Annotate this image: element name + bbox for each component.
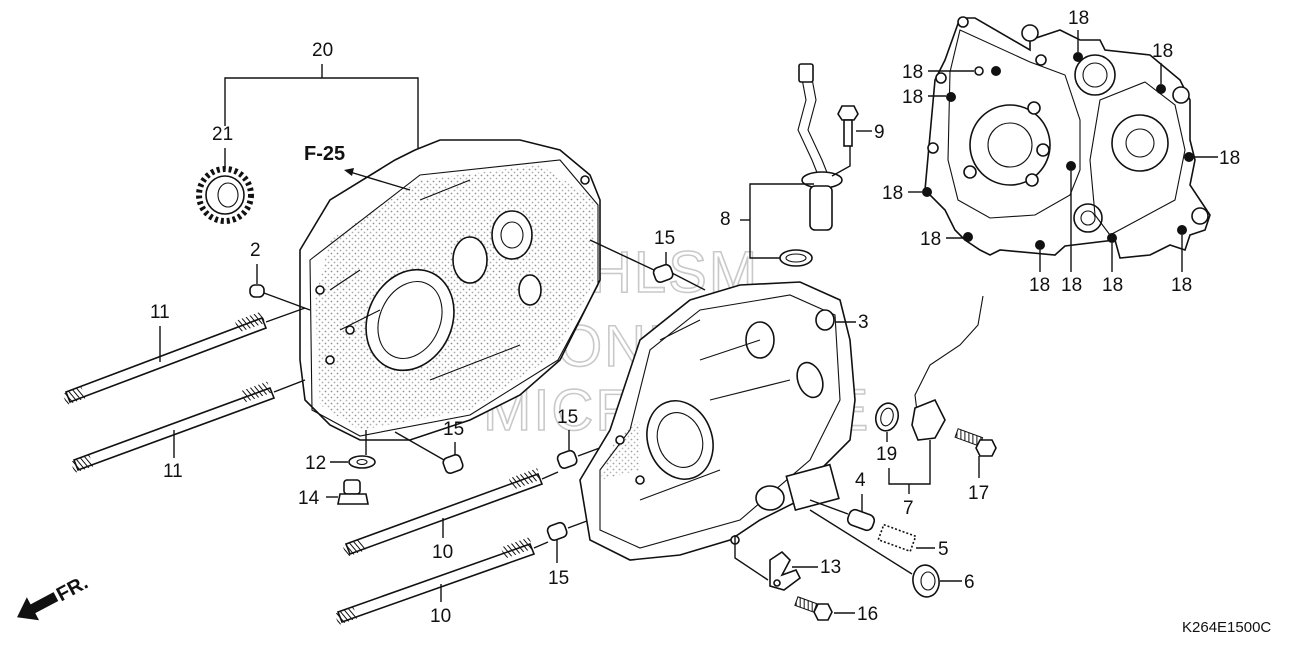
stud-bolt-10-upper[interactable] xyxy=(342,468,559,558)
spring-5[interactable] xyxy=(877,523,935,553)
callout-21: 21 xyxy=(212,124,233,145)
stud-bolt-11-upper[interactable] xyxy=(62,307,306,406)
callout-2: 2 xyxy=(250,240,261,261)
drain-bolt-14[interactable] xyxy=(326,479,369,505)
bolt-9[interactable] xyxy=(831,105,872,177)
oring-19[interactable] xyxy=(873,401,901,442)
callout-18-d: 18 xyxy=(902,87,923,108)
callout-18-c: 18 xyxy=(902,62,923,83)
front-direction-marker: FR. xyxy=(17,572,92,621)
callout-18-f: 18 xyxy=(882,183,903,204)
callout-11-lower: 11 xyxy=(163,461,183,482)
callout-12: 12 xyxy=(305,453,326,474)
callout-10-lower: 10 xyxy=(430,606,451,627)
callout-18-g: 18 xyxy=(920,229,941,250)
left-crankcase[interactable] xyxy=(299,139,601,441)
plate-6[interactable] xyxy=(734,535,818,591)
callout-18-a: 18 xyxy=(1068,8,1089,29)
callout-14: 14 xyxy=(298,488,320,509)
oil-seal-13[interactable] xyxy=(809,509,962,599)
arrow-left-icon xyxy=(17,592,59,621)
callout-15-d: 15 xyxy=(548,568,569,589)
callout-10-upper: 10 xyxy=(432,542,453,563)
dowel-2[interactable] xyxy=(249,264,311,311)
callout-18-i: 18 xyxy=(1061,275,1082,296)
stud-bolt-11-lower[interactable] xyxy=(70,379,306,474)
callout-20-bracket xyxy=(224,64,419,148)
plunger-4[interactable] xyxy=(809,494,876,532)
callout-18-e: 18 xyxy=(1219,148,1240,169)
dowel-15-b[interactable] xyxy=(589,239,706,291)
svg-text:F-25: F-25 xyxy=(304,143,345,165)
callout-8: 8 xyxy=(720,209,731,230)
svg-text:FR.: FR. xyxy=(53,572,92,607)
dowel-15-a[interactable] xyxy=(394,431,464,475)
stud-bolt-10-lower[interactable] xyxy=(334,537,549,626)
callout-15-b: 15 xyxy=(654,228,675,249)
callout-9: 9 xyxy=(874,122,885,143)
f25-reference: F-25 xyxy=(304,143,411,191)
flange-bolt-16[interactable] xyxy=(794,596,855,621)
sensor-assembly-8[interactable] xyxy=(740,63,843,267)
callout-17: 17 xyxy=(968,483,989,504)
right-crankcase-3[interactable] xyxy=(579,281,856,561)
callout-20: 20 xyxy=(312,40,333,61)
callout-18-b: 18 xyxy=(1152,41,1173,62)
callout-19: 19 xyxy=(876,444,897,465)
callout-18-j: 18 xyxy=(1102,275,1123,296)
callout-3: 3 xyxy=(858,312,869,333)
callout-16: 16 xyxy=(857,604,878,625)
callout-4: 4 xyxy=(855,470,866,491)
callout-11-upper: 11 xyxy=(150,302,170,323)
callout-13: 6 xyxy=(964,572,975,593)
switch-assembly-7[interactable] xyxy=(888,295,984,494)
callout-6: 13 xyxy=(820,557,841,578)
washer-12[interactable] xyxy=(330,430,376,469)
callout-18-h: 18 xyxy=(1029,275,1050,296)
callout-15-c: 15 xyxy=(557,407,578,428)
flange-bolt-17[interactable] xyxy=(954,428,997,478)
bolt-position-diagram xyxy=(908,16,1218,272)
callout-7: 7 xyxy=(903,498,914,519)
gear-21[interactable] xyxy=(196,148,254,224)
diagram-code: K264E1500C xyxy=(1182,619,1271,636)
callout-18-k: 18 xyxy=(1171,275,1192,296)
callout-15-a: 15 xyxy=(443,419,464,440)
callout-5: 5 xyxy=(938,539,949,560)
dowel-15-c[interactable] xyxy=(556,430,606,470)
